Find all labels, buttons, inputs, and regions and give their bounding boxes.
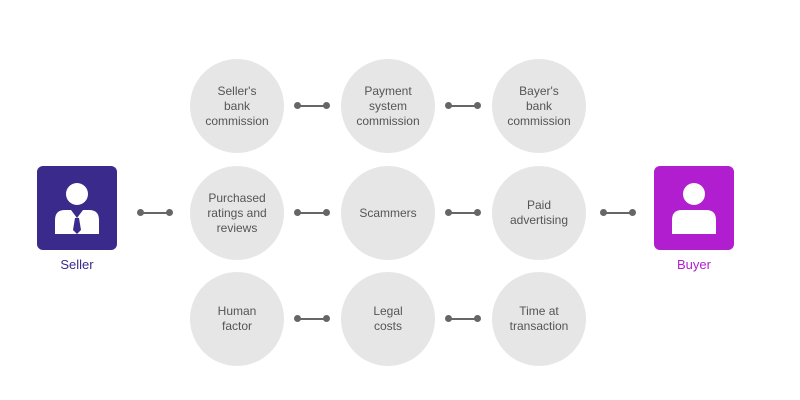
buyer-person-icon: [672, 183, 716, 234]
seller-person-icon: [55, 183, 99, 234]
node-time-at-transaction: Time at transaction: [492, 272, 586, 366]
connector-r2-1: [294, 209, 330, 217]
node-purchased-ratings-and-reviews: Purchased ratings and reviews: [190, 166, 284, 260]
node-payment-system-commission: Payment system commission: [341, 59, 435, 153]
connector-seller: [137, 209, 173, 217]
node-paid-advertising: Paid advertising: [492, 166, 586, 260]
buyer-label: Buyer: [677, 257, 711, 272]
connector-r2-2: [445, 209, 481, 217]
buyer-box: [654, 166, 734, 250]
node-sellers-bank-commission: Seller's bank commission: [190, 59, 284, 153]
node-scammers: Scammers: [341, 166, 435, 260]
connector-r1-2: [445, 102, 481, 110]
node-legal-costs: Legal costs: [341, 272, 435, 366]
node-human-factor: Human factor: [190, 272, 284, 366]
seller-label: Seller: [60, 257, 94, 272]
connector-r3-2: [445, 315, 481, 323]
connector-buyer: [600, 209, 636, 217]
node-bayers-bank-commission: Bayer's bank commission: [492, 59, 586, 153]
seller-box: [37, 166, 117, 250]
connector-r1-1: [294, 102, 330, 110]
connector-r3-1: [294, 315, 330, 323]
